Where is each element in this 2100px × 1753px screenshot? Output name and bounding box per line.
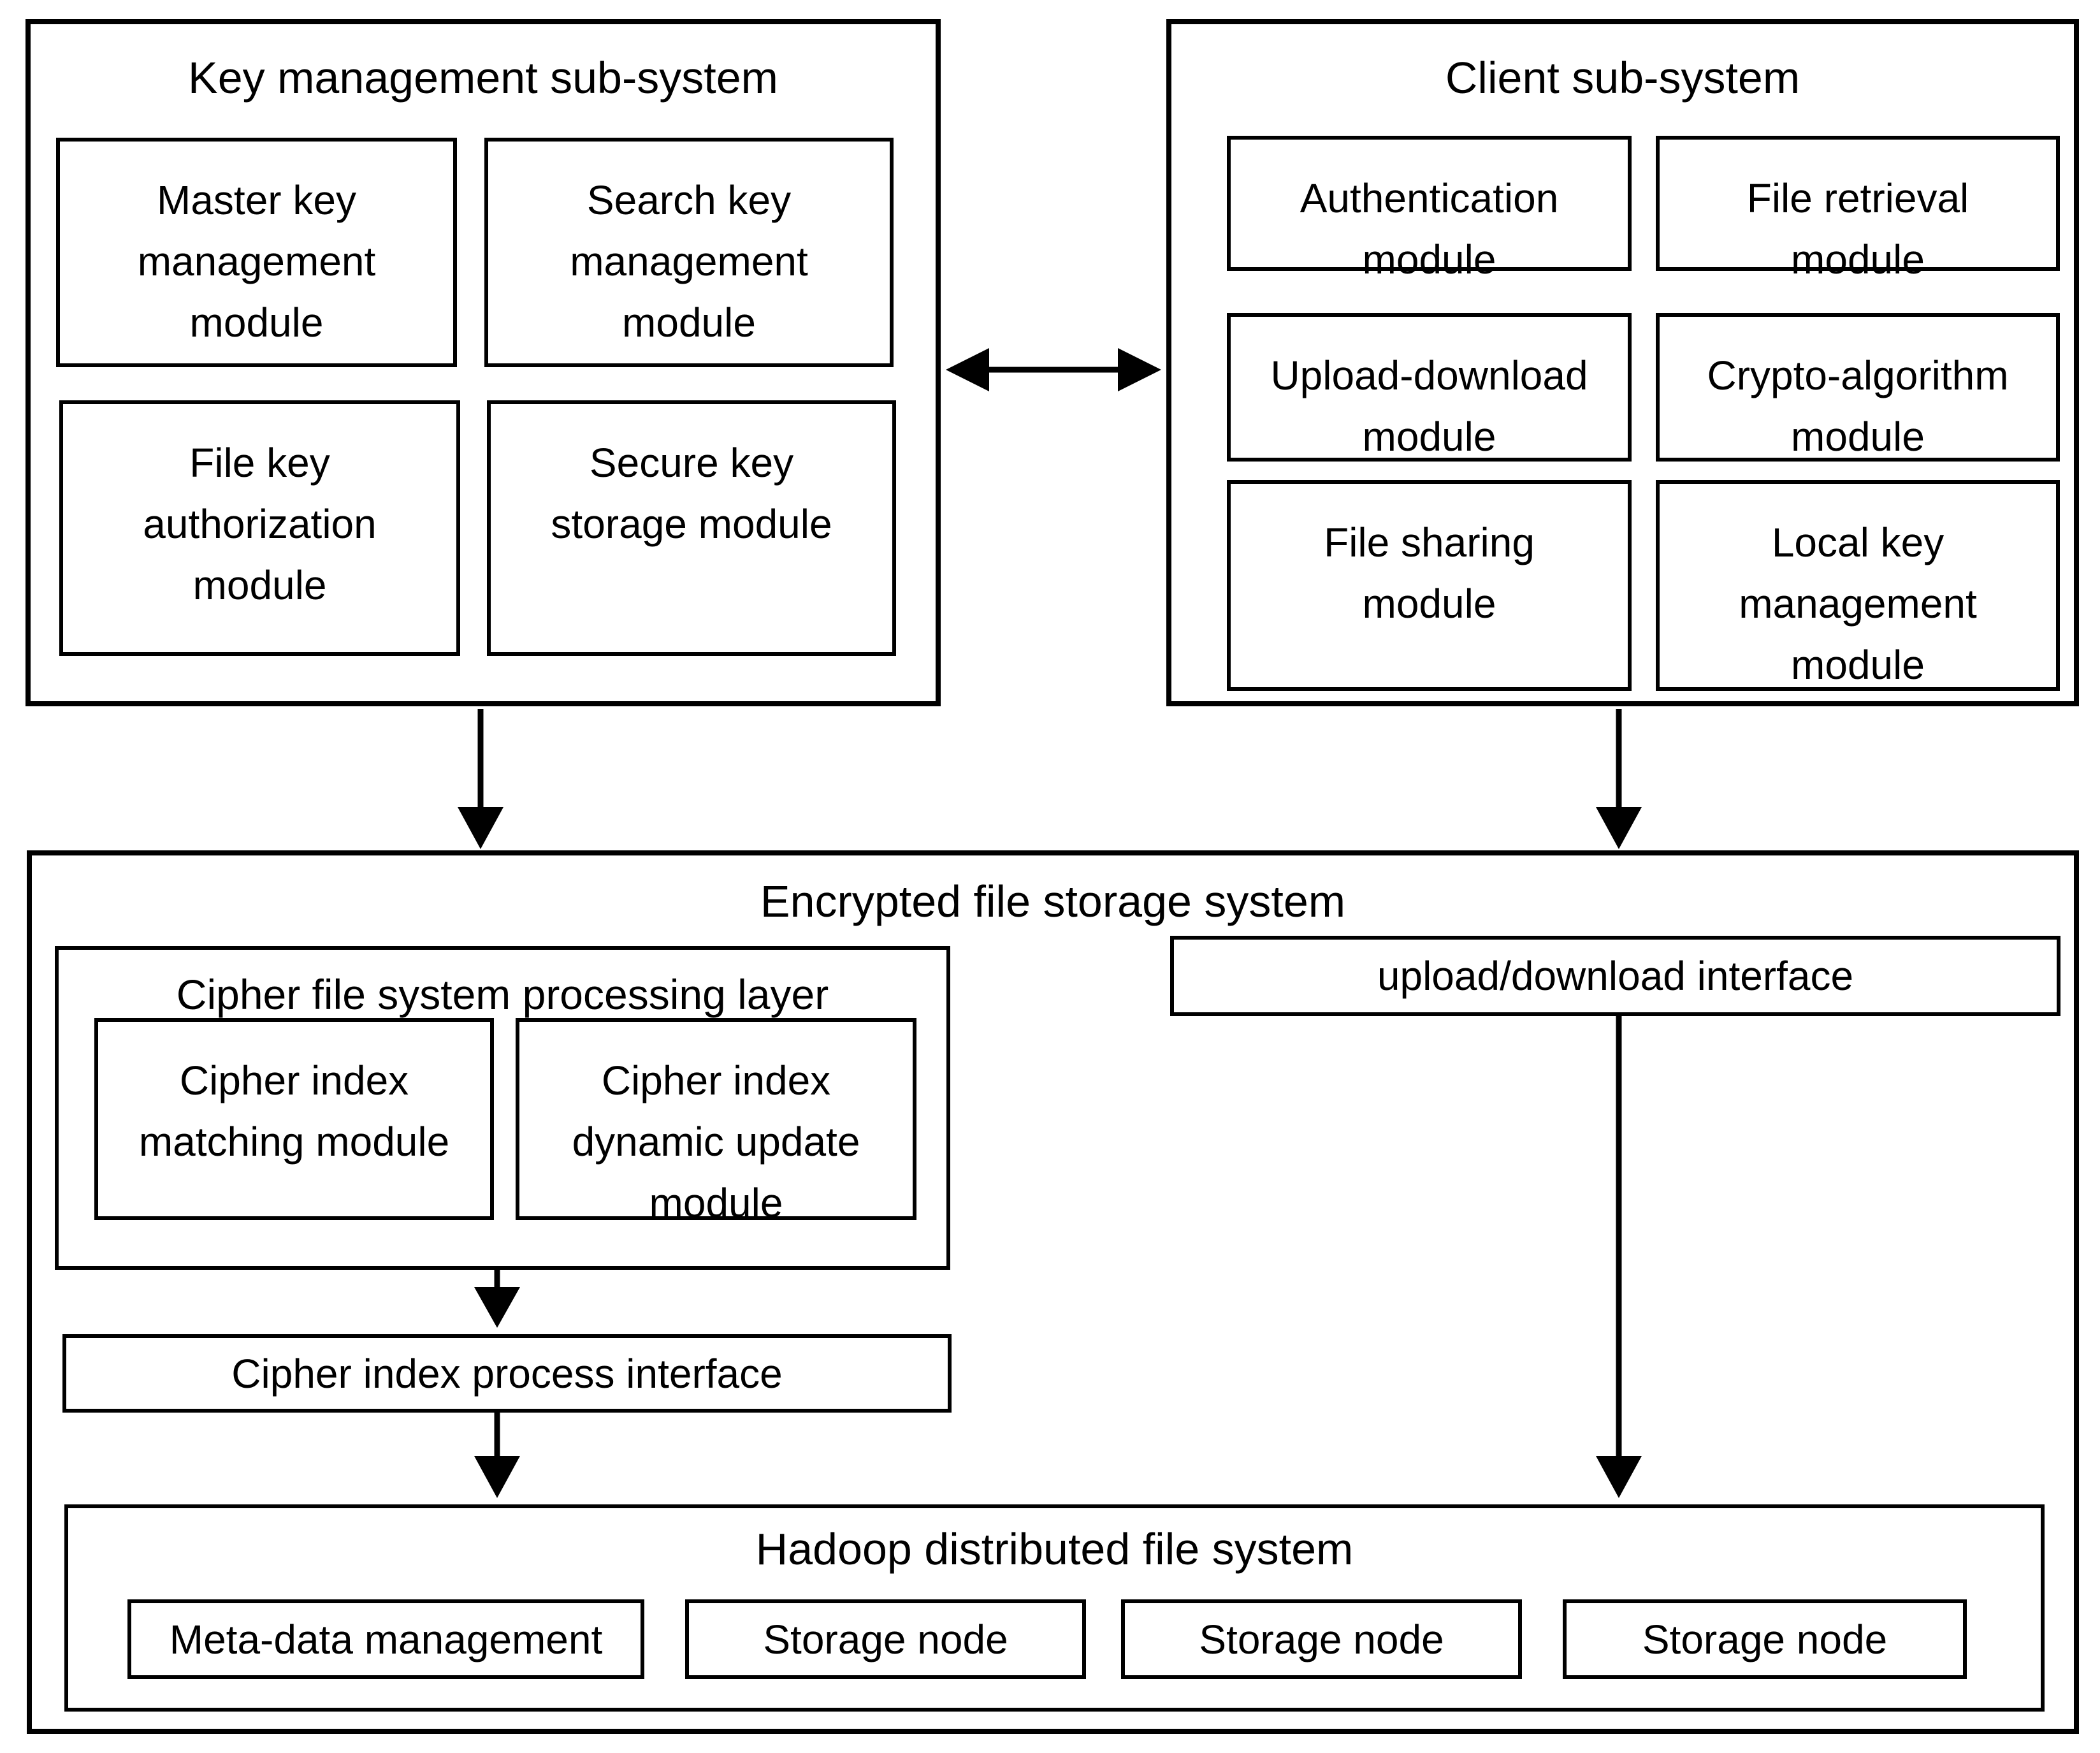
cipher-index-process-interface: Cipher index process interface bbox=[62, 1334, 952, 1413]
module-label: Master key management module bbox=[137, 177, 376, 346]
module-master-key-management: Master key management module bbox=[56, 138, 457, 367]
arrow-key-to-storage bbox=[458, 709, 503, 849]
hadoop-title: Hadoop distributed file system bbox=[755, 1524, 1354, 1574]
module-label: Authentication module bbox=[1300, 175, 1559, 282]
module-secure-key-storage: Secure key storage module bbox=[487, 400, 896, 656]
module-cipher-index-matching: Cipher index matching module bbox=[94, 1018, 494, 1220]
module-crypto-algorithm: Crypto-algorithm module bbox=[1656, 313, 2060, 462]
module-authentication: Authentication module bbox=[1227, 136, 1632, 282]
upload-download-interface: upload/download interface bbox=[1170, 936, 2060, 1016]
module-label: Search key management module bbox=[570, 177, 808, 346]
interface-label: upload/download interface bbox=[1377, 953, 1854, 999]
encrypted-storage-title: Encrypted file storage system bbox=[760, 876, 1346, 926]
module-file-key-authorization: File key authorization module bbox=[59, 400, 460, 656]
node-label: Storage node bbox=[763, 1616, 1008, 1662]
module-label: Cipher index dynamic update module bbox=[572, 1058, 860, 1226]
arrow-client-to-storage bbox=[1596, 709, 1642, 849]
module-label: File retrieval module bbox=[1746, 175, 1969, 282]
module-file-retrieval: File retrieval module bbox=[1656, 136, 2060, 282]
node-meta-data-management: Meta-data management bbox=[127, 1599, 644, 1679]
hadoop-file-system: Hadoop distributed file system Meta-data… bbox=[64, 1504, 2045, 1712]
module-search-key-management: Search key management module bbox=[484, 138, 894, 367]
node-storage-2: Storage node bbox=[1121, 1599, 1522, 1679]
cipher-processing-layer-title: Cipher file system processing layer bbox=[176, 971, 829, 1018]
node-label: Storage node bbox=[1199, 1616, 1444, 1662]
key-management-title: Key management sub-system bbox=[188, 53, 778, 103]
arrow-key-client-bidirectional bbox=[946, 348, 1161, 391]
section-client: Client sub-system Authentication module … bbox=[1166, 19, 2079, 706]
node-storage-1: Storage node bbox=[685, 1599, 1086, 1679]
module-local-key-management: Local key management module bbox=[1656, 480, 2060, 691]
module-label: Secure key storage module bbox=[551, 440, 832, 547]
module-file-sharing: File sharing module bbox=[1227, 480, 1632, 691]
module-label: Local key management module bbox=[1739, 520, 1977, 688]
module-label: Crypto-algorithm module bbox=[1707, 353, 2009, 460]
module-label: File key authorization module bbox=[143, 440, 377, 608]
node-label: Storage node bbox=[1642, 1616, 1888, 1662]
client-title: Client sub-system bbox=[1445, 53, 1800, 103]
module-label: Cipher index matching module bbox=[138, 1058, 450, 1165]
cipher-processing-layer: Cipher file system processing layer Ciph… bbox=[55, 946, 950, 1270]
module-label: Upload-download module bbox=[1270, 353, 1588, 460]
module-label: File sharing module bbox=[1324, 520, 1535, 627]
module-cipher-index-dynamic-update: Cipher index dynamic update module bbox=[516, 1018, 916, 1226]
section-encrypted-storage: Encrypted file storage system Cipher fil… bbox=[27, 850, 2079, 1734]
node-storage-3: Storage node bbox=[1563, 1599, 1967, 1679]
node-label: Meta-data management bbox=[169, 1616, 603, 1662]
module-upload-download: Upload-download module bbox=[1227, 313, 1632, 462]
interface-label: Cipher index process interface bbox=[231, 1350, 783, 1397]
section-key-management: Key management sub-system Master key man… bbox=[25, 19, 941, 706]
